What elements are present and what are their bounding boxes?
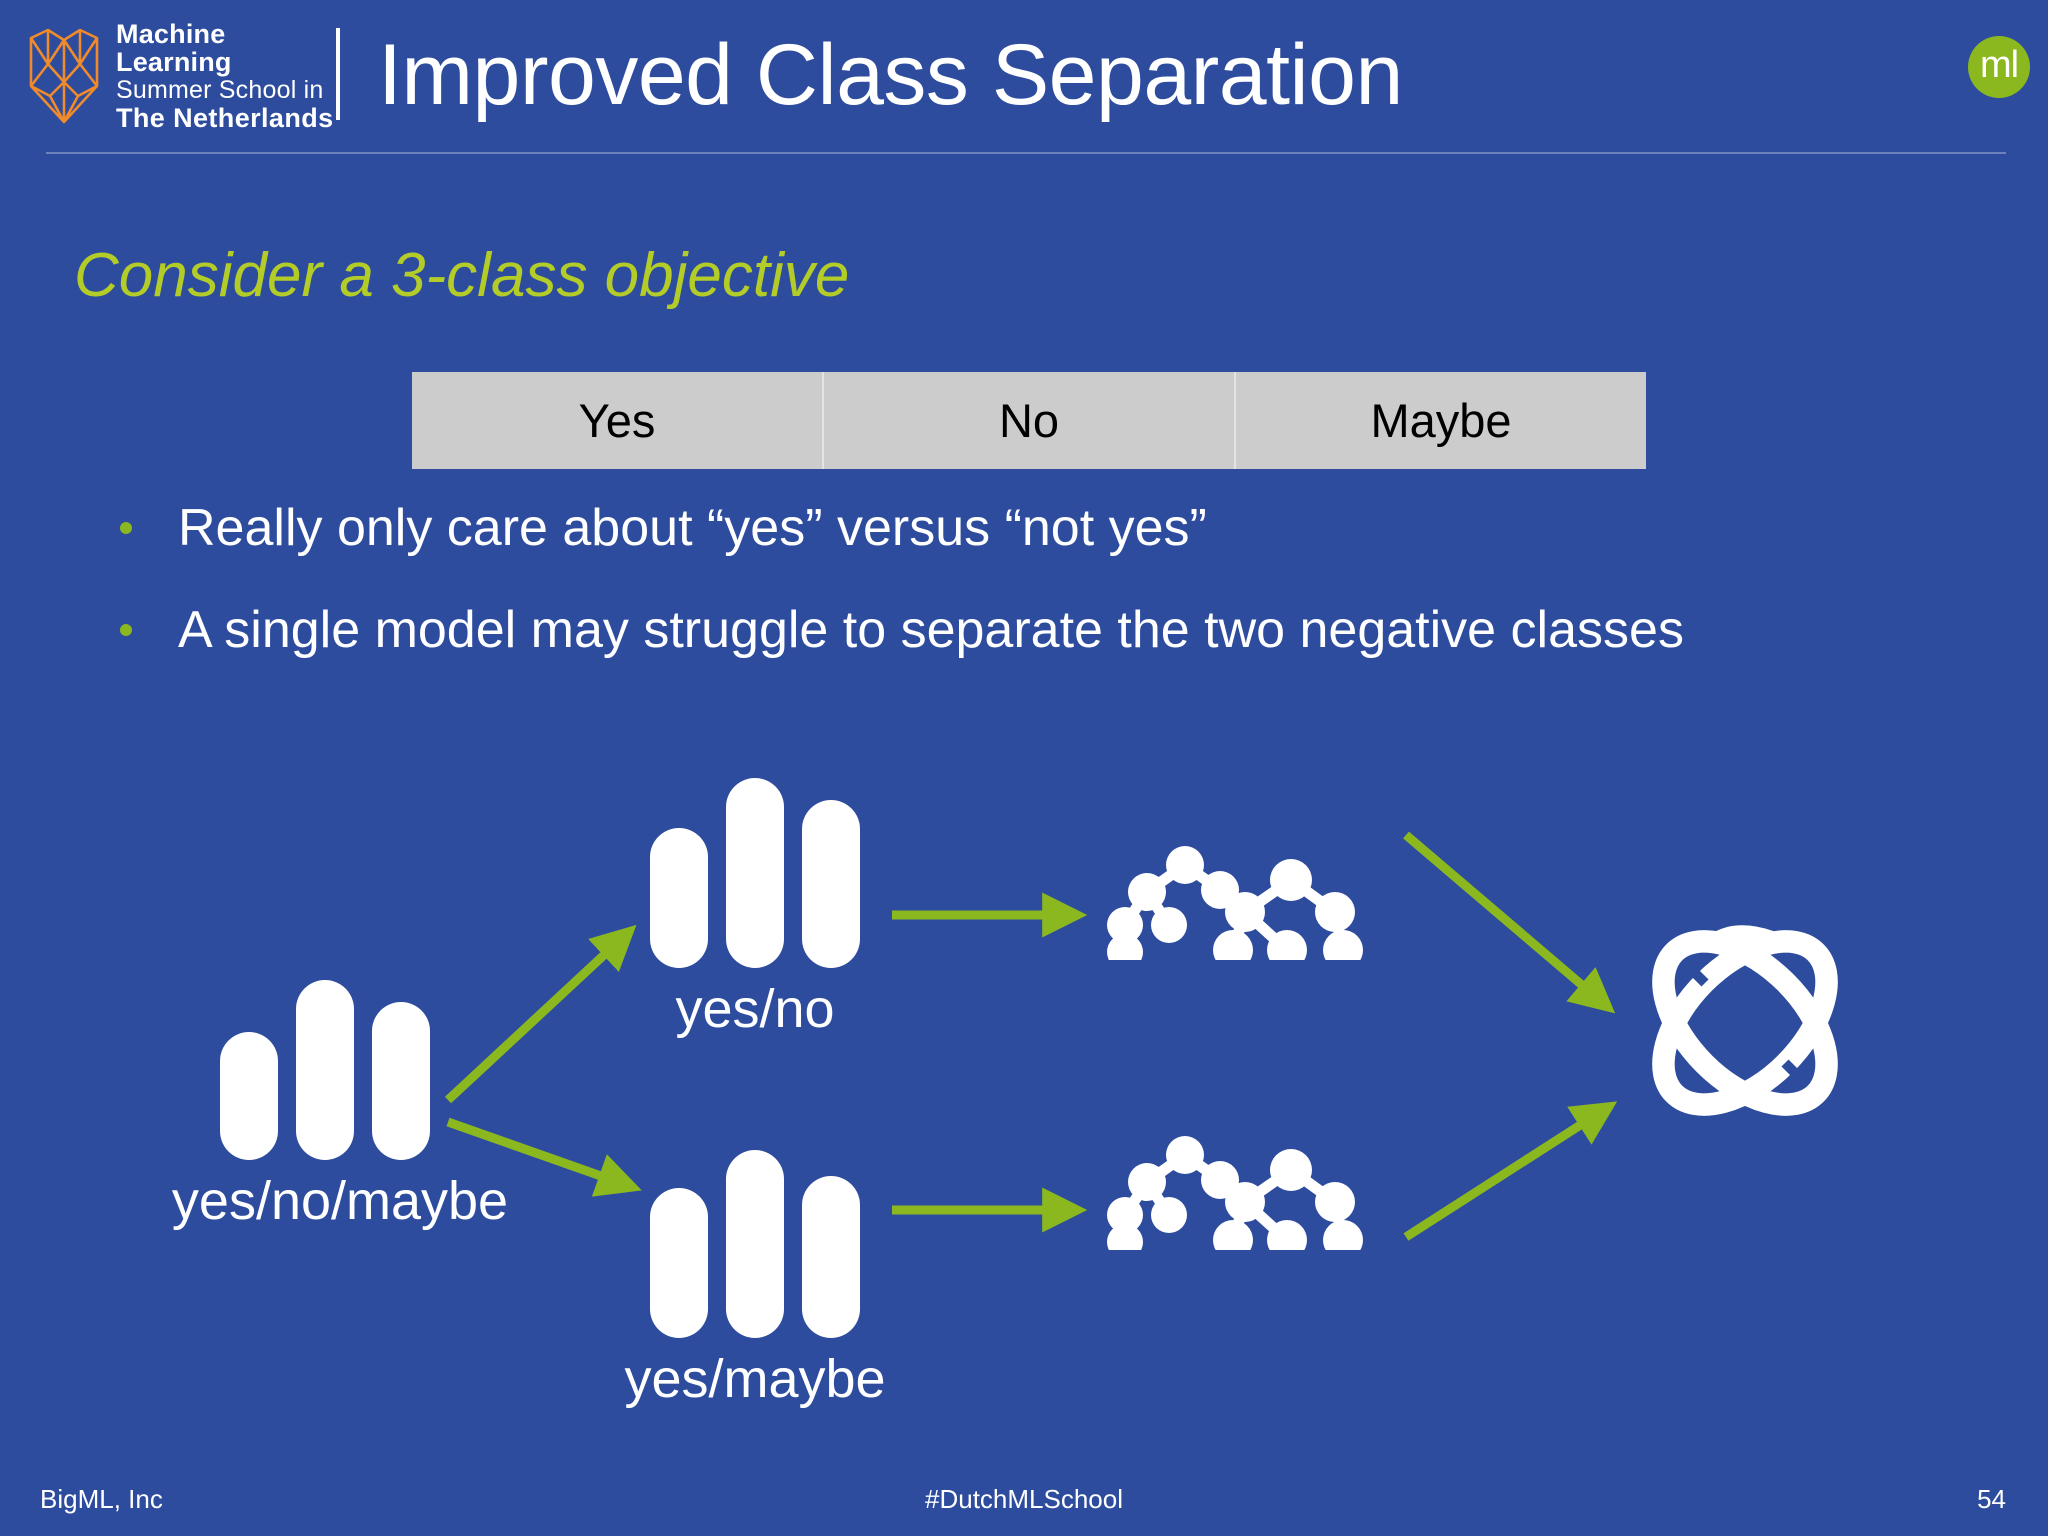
bar <box>726 1150 784 1338</box>
class-cell-no: No <box>822 372 1234 469</box>
slide-number: 54 <box>1977 1484 2006 1514</box>
bar <box>296 980 354 1160</box>
bullet-list: Really only care about “yes” versus “not… <box>120 492 1980 696</box>
dataset-label-source: yes/no/maybe <box>171 1171 509 1231</box>
merge-arrows-icon <box>1403 831 1618 1241</box>
class-cell-maybe: Maybe <box>1234 372 1646 469</box>
bullet-text: A single model may struggle to separate … <box>178 601 1684 659</box>
mlss-logo-text: Machine Learning Summer School in The Ne… <box>116 18 336 133</box>
bar <box>220 1032 278 1160</box>
dataset-label-yes-maybe: yes/maybe <box>624 1349 886 1409</box>
class-table: Yes No Maybe <box>412 372 1646 469</box>
header-rule <box>46 152 2006 154</box>
slide-footer: BigML, Inc #DutchMLSchool 54 <box>0 1478 2048 1526</box>
mlss-shield-icon <box>29 28 99 124</box>
mlss-logo-line1: Machine Learning <box>116 18 232 78</box>
dataset-bars-icon <box>640 778 870 968</box>
section-subtitle: Consider a 3-class objective <box>74 241 850 310</box>
mlss-logo: Machine Learning Summer School in The Ne… <box>26 16 336 136</box>
page-title: Improved Class Separation <box>378 26 1403 123</box>
ensemble-trees-icon-bottom <box>1107 1136 1363 1250</box>
slide-header: Machine Learning Summer School in The Ne… <box>0 0 2048 154</box>
mlss-logo-line2: Summer School in <box>116 76 324 105</box>
bigml-logo-icon: ml <box>1968 36 2030 98</box>
bullet-dot-icon <box>120 522 132 534</box>
dataset-node-source <box>210 980 440 1180</box>
bullet-item: Really only care about “yes” versus “not… <box>120 492 1980 564</box>
pipeline-diagram: yes/no/maybe yes/no <box>0 730 2048 1420</box>
bar <box>802 1176 860 1338</box>
dataset-node-yes-maybe <box>640 1150 870 1350</box>
arrow-to-bottom-ensemble-icon <box>892 1187 1088 1233</box>
bar <box>650 1188 708 1338</box>
fusion-rings-icon <box>1652 925 1838 1116</box>
arrow-to-top-ensemble-icon <box>892 892 1088 938</box>
bullet-dot-icon <box>120 624 132 636</box>
dataset-bars-icon <box>640 1150 870 1338</box>
ensemble-trees-icon-top <box>1107 846 1363 960</box>
dataset-label-yes-no: yes/no <box>675 979 835 1039</box>
bar <box>802 800 860 968</box>
footer-company: BigML, Inc <box>40 1484 163 1514</box>
class-cell-yes: Yes <box>412 372 822 469</box>
footer-hashtag: #DutchMLSchool <box>925 1484 1123 1514</box>
bullet-text: Really only care about “yes” versus “not… <box>178 499 1207 557</box>
dataset-node-yes-no <box>640 778 870 978</box>
dataset-bars-icon <box>210 980 440 1160</box>
bullet-item: A single model may struggle to separate … <box>120 594 1980 666</box>
split-arrows-icon <box>444 924 642 1197</box>
bar <box>726 778 784 968</box>
bar <box>650 828 708 968</box>
header-divider <box>336 28 340 120</box>
mlss-logo-line3: The Netherlands <box>116 102 334 133</box>
bar <box>372 1002 430 1160</box>
